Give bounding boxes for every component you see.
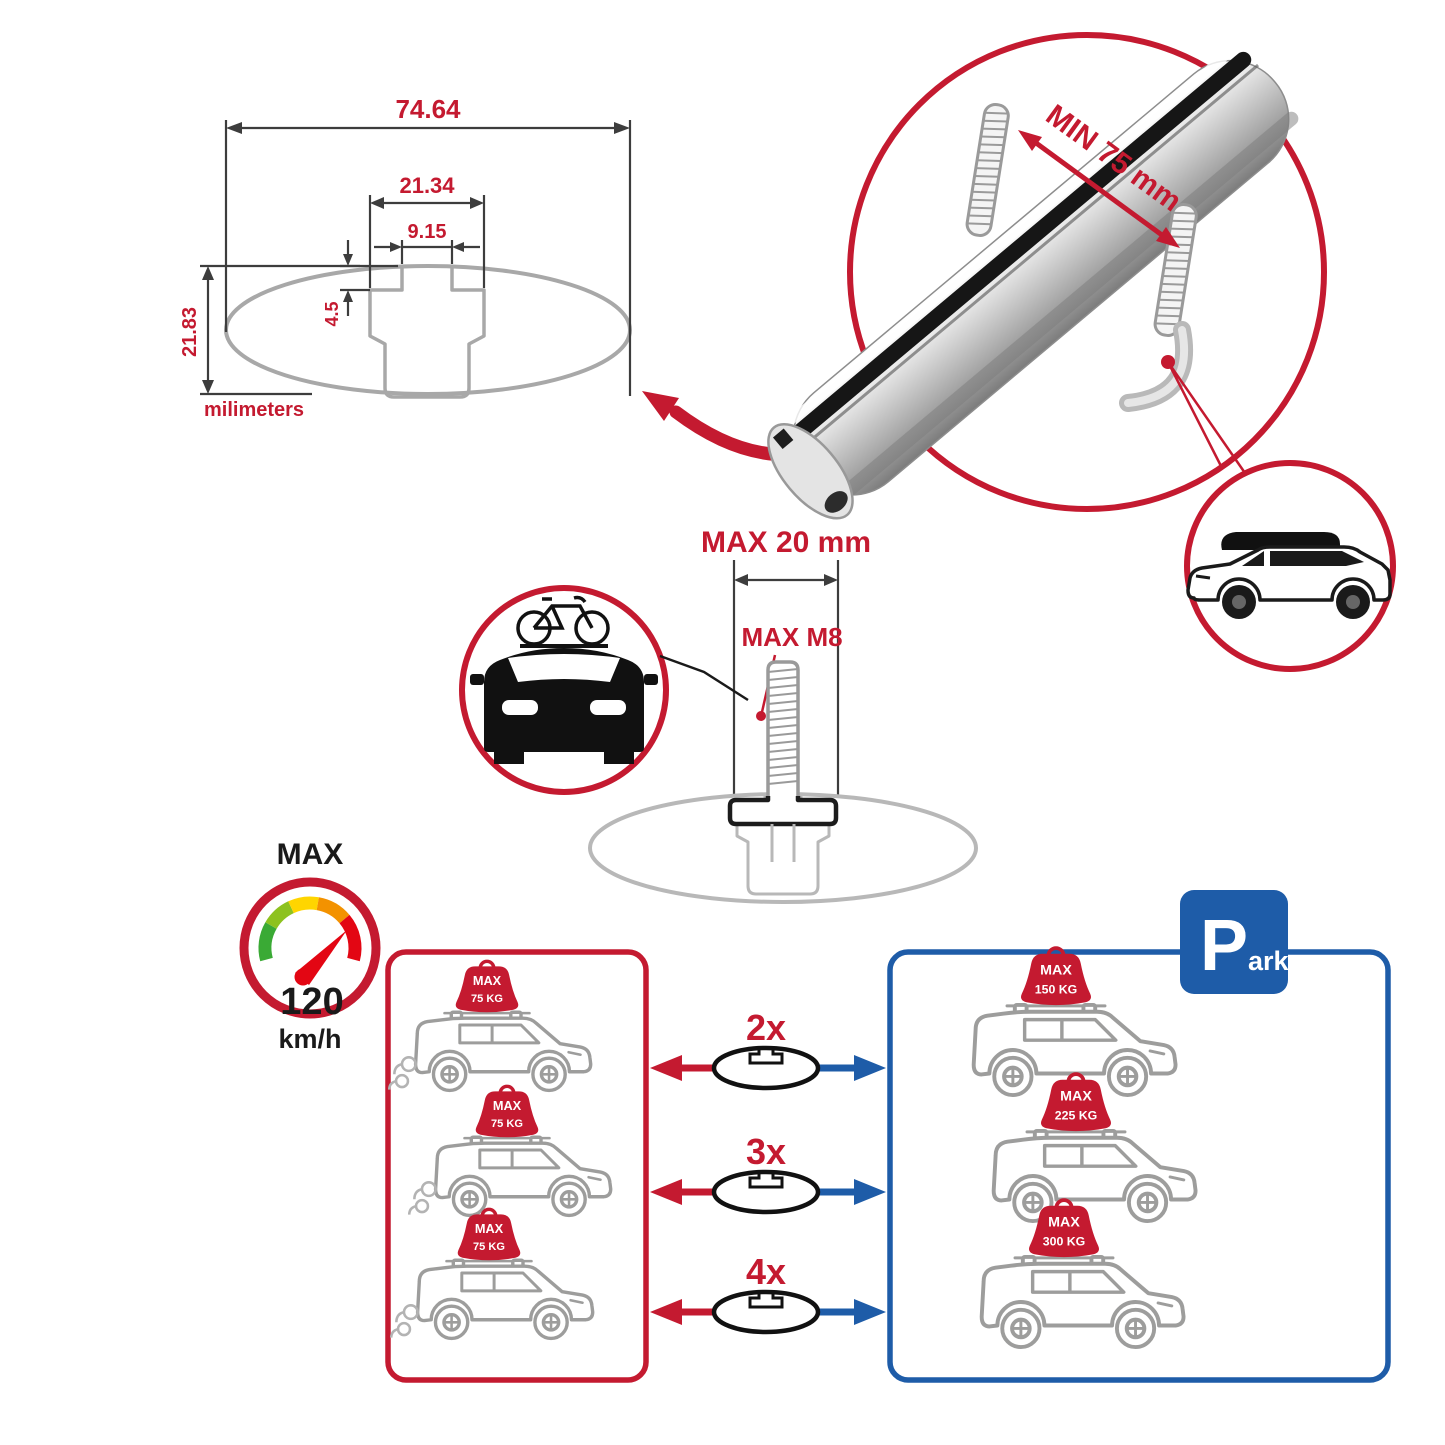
load-tag-weight: 300 KG xyxy=(1043,1235,1086,1249)
dim-arrow xyxy=(202,266,214,280)
roof-load-tag: MAX 150 KG xyxy=(1019,946,1093,1007)
crossbar-profile-icon xyxy=(711,1169,821,1215)
dim-slot-depth-lines xyxy=(340,240,398,316)
count-label: 3x xyxy=(746,1131,786,1172)
car-front-with-bike xyxy=(470,595,658,764)
gauge-unit: km/h xyxy=(278,1024,341,1054)
bolt-width-lines xyxy=(732,560,840,798)
crossbar-profile-icon xyxy=(711,1289,821,1335)
dim-arrow xyxy=(343,254,353,266)
profile-channel-faint xyxy=(735,795,831,896)
load-tag-weight: 75 KG xyxy=(491,1118,523,1130)
t-bolt-stem xyxy=(770,824,796,862)
park-sign-label: Park xyxy=(1200,906,1290,986)
bolt-point-dot xyxy=(756,711,766,721)
load-comparison-section: MAX 120 km/h Park xyxy=(239,838,1391,1383)
crossbar-count-row-3: 4x xyxy=(650,1251,886,1335)
parked-load-box xyxy=(887,949,1391,1383)
clamp-strap-highlight xyxy=(1124,326,1189,407)
crossbar-count-row-2: 3x xyxy=(650,1131,886,1215)
dim-arrow xyxy=(343,290,353,302)
speed-limit-gauge: MAX 120 km/h xyxy=(239,838,381,1054)
load-tag-label: MAX xyxy=(1048,1215,1080,1231)
dim-total-width-label: 74.64 xyxy=(395,94,461,124)
load-tag-label: MAX xyxy=(473,973,502,988)
driving-load-box xyxy=(385,949,649,1383)
load-tag-weight: 75 KG xyxy=(473,1241,505,1253)
dim-arrow xyxy=(452,242,464,252)
clamp-rod-rear xyxy=(964,101,1012,239)
parked-car-2 xyxy=(991,1128,1198,1224)
driving-car-1 xyxy=(389,1012,590,1090)
gauge-value: 120 xyxy=(280,981,343,1023)
crossbar-count-row-1: 2x xyxy=(650,1007,886,1091)
gauge-needle-pivot xyxy=(294,968,312,986)
driving-car-3 xyxy=(391,1260,592,1338)
dim-arrow xyxy=(824,574,838,586)
dim-slot-width-lines xyxy=(374,240,480,264)
roof-load-tag: MAX 300 KG xyxy=(1027,1198,1101,1259)
dim-slot-depth-label: 4.5 xyxy=(322,301,342,326)
dim-total-width-lines xyxy=(224,120,632,396)
roof-load-tag: MAX 75 KG xyxy=(474,1084,540,1140)
dim-height-label: 21.83 xyxy=(179,307,201,357)
detail-circle xyxy=(847,32,1327,512)
crossbar-profile-icon xyxy=(711,1045,821,1091)
roof-load-tag: MAX 75 KG xyxy=(456,1207,522,1263)
profile-dimension-drawing: 74.64 21.34 9.15 4.5 21.83 milimeters xyxy=(179,94,632,421)
t-bolt-head xyxy=(727,796,839,827)
dim-arrow xyxy=(734,574,748,586)
profile-channel xyxy=(368,266,486,399)
suv-with-roofbox xyxy=(1186,532,1392,619)
crossbar-photo-section: MIN 75 mm xyxy=(767,32,1396,672)
bolt-diagram: MAX 20 mm MAX M8 xyxy=(459,526,978,904)
driving-car-2 xyxy=(409,1137,610,1215)
load-tag-weight: 225 KG xyxy=(1055,1109,1098,1123)
dim-height-lines xyxy=(200,264,360,396)
gauge-arc xyxy=(258,896,362,962)
t-bolt xyxy=(727,660,839,862)
dim-channel-width-label: 21.34 xyxy=(399,173,455,198)
leader-lines xyxy=(1166,361,1256,487)
dim-arrow xyxy=(370,197,384,209)
roof-load-tag: MAX 75 KG xyxy=(454,959,520,1014)
connector-line xyxy=(659,654,749,702)
count-label: 2x xyxy=(746,1007,786,1048)
load-tag-weight: 150 KG xyxy=(1035,983,1078,997)
park-sign: Park xyxy=(1180,890,1290,994)
load-tag-label: MAX xyxy=(1040,963,1072,979)
units-label: milimeters xyxy=(204,399,304,421)
profile-ellipse xyxy=(224,264,632,396)
dim-arrow xyxy=(614,122,630,134)
gauge-title: MAX xyxy=(277,838,344,871)
roof-load-tag: MAX 225 KG xyxy=(1039,1072,1113,1133)
bolt-thread-label: MAX M8 xyxy=(741,622,842,652)
dim-arrow xyxy=(390,242,402,252)
load-tag-label: MAX xyxy=(493,1098,522,1113)
load-tag-weight: 75 KG xyxy=(471,993,503,1005)
dim-arrow xyxy=(470,197,484,209)
count-label: 4x xyxy=(746,1251,786,1292)
dim-arrow xyxy=(226,122,242,134)
load-tag-label: MAX xyxy=(1060,1089,1092,1105)
bolt-max-width-label: MAX 20 mm xyxy=(701,526,871,559)
dim-arrow xyxy=(202,380,214,394)
load-tag-label: MAX xyxy=(475,1221,504,1236)
dim-slot-width-label: 9.15 xyxy=(408,221,447,243)
dim-channel-width-lines xyxy=(368,195,486,288)
parked-car-3 xyxy=(979,1254,1186,1350)
